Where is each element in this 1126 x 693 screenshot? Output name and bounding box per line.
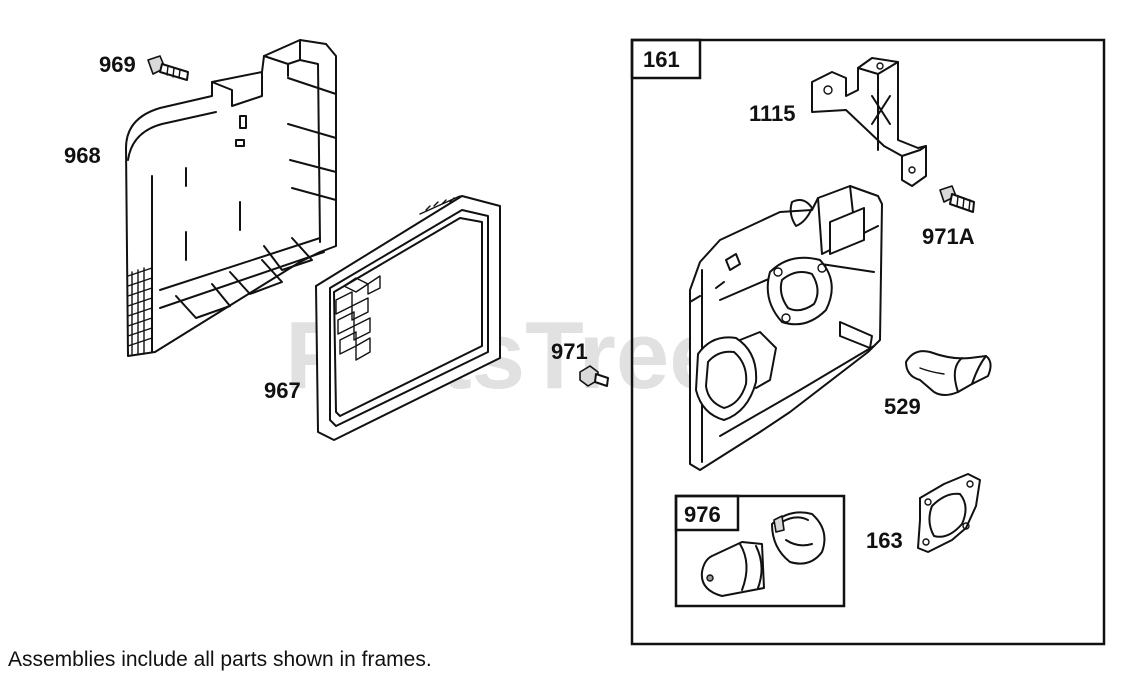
part-163-gasket[interactable] [917, 473, 981, 553]
filter-pleats [335, 275, 381, 361]
part-971a-screw[interactable] [939, 185, 975, 213]
part-971-screw[interactable] [579, 365, 609, 387]
frames-note: Assemblies include all parts shown in fr… [8, 648, 432, 671]
part-976-retaining-ring[interactable] [771, 511, 826, 565]
part-976-primer-bulb[interactable] [700, 541, 765, 597]
part-967-filter[interactable] [315, 195, 501, 441]
label-1115: 1115 [749, 101, 796, 126]
frame-161-label: 161 [643, 47, 680, 72]
part-968-housing[interactable] [125, 39, 337, 357]
frame-976: 976 [674, 494, 846, 608]
label-968: 968 [64, 143, 101, 168]
label-971a: 971A [922, 224, 975, 249]
label-529: 529 [884, 394, 921, 419]
label-163: 163 [866, 528, 903, 553]
housing-grille [127, 267, 153, 355]
label-969: 969 [99, 52, 136, 77]
frame-161: 161 [630, 38, 1106, 646]
assembly-base-body[interactable] [689, 185, 883, 471]
label-971: 971 [551, 339, 588, 364]
part-1115-bracket[interactable] [811, 57, 927, 187]
part-969-screw[interactable] [147, 55, 189, 81]
part-529-elbow[interactable] [905, 350, 992, 396]
frame-976-label: 976 [684, 502, 721, 527]
label-967: 967 [264, 378, 301, 403]
